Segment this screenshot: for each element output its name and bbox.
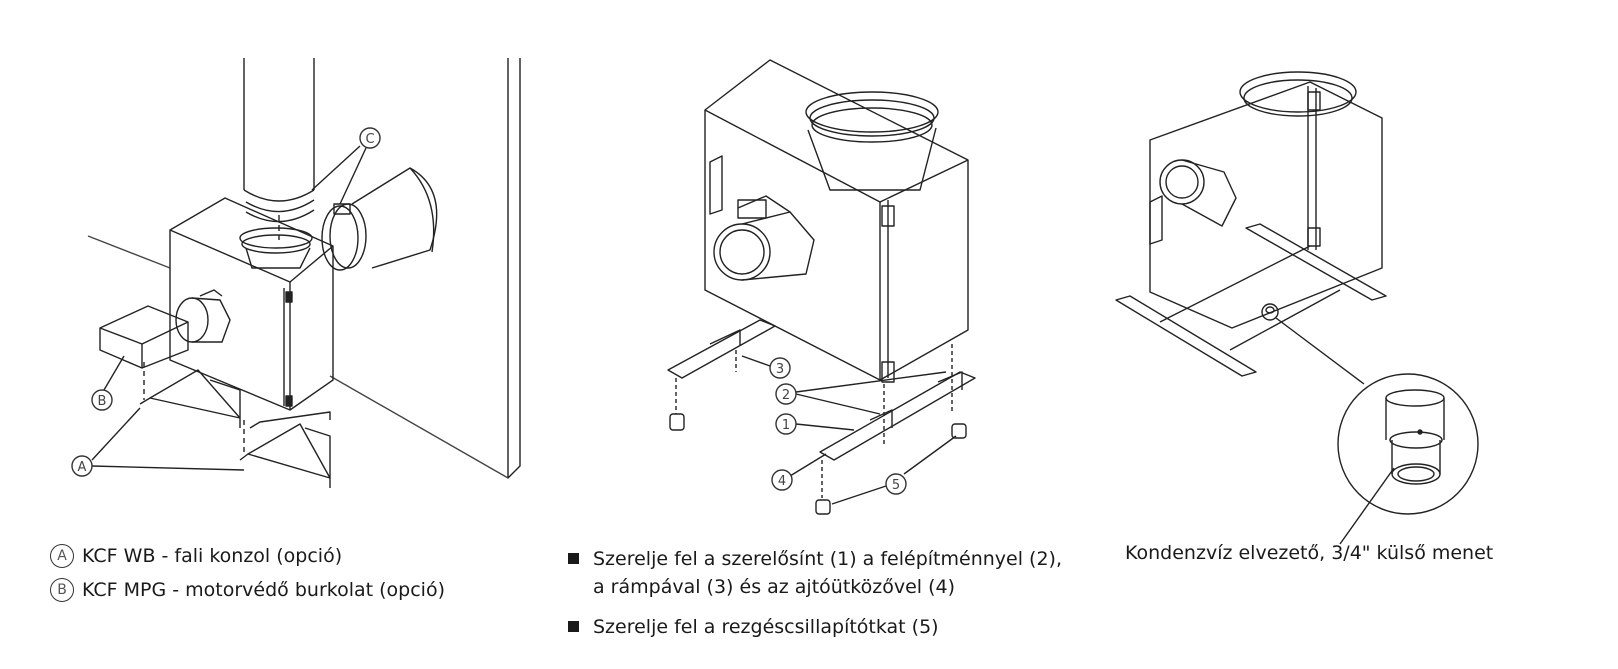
fan-box-left (169, 197, 334, 411)
wall (507, 58, 521, 479)
rail-mount-figure (667, 59, 976, 515)
legend-b-text: KCF MPG - motorvédő burkolat (opció) (82, 579, 445, 601)
legend-a-text: KCF WB - fali konzol (opció) (82, 545, 343, 567)
wall-brackets (139, 362, 331, 488)
callout-2: 2 (775, 383, 797, 405)
callout-b: B (91, 389, 113, 411)
condensate-drain-figure (1115, 71, 1479, 545)
bullet-square (568, 621, 579, 632)
callout-5: 5 (885, 473, 907, 495)
callout-leaders-middle (741, 355, 957, 505)
dampers (669, 413, 967, 515)
callout-c: C (359, 127, 381, 149)
legend: A KCF WB - fali konzol (opció) B KCF MPG… (50, 542, 445, 610)
callout-4-text: 4 (778, 474, 786, 489)
fan-box-middle (704, 59, 969, 383)
vertical-duct (243, 58, 315, 240)
drain-caption: Kondenzvíz elvezető, 3/4" külső menet (1125, 542, 1494, 564)
motor-cover (99, 305, 189, 369)
callout-1: 1 (775, 413, 797, 435)
callout-a-text: A (78, 460, 87, 475)
legend-item-a: A KCF WB - fali konzol (opció) (50, 542, 445, 570)
callout-3-text: 3 (776, 362, 784, 377)
instruction-step-2-text: Szerelje fel a rezgéscsillapítótkat (5) (593, 616, 939, 638)
legend-a-badge: A (50, 544, 74, 568)
callout-a: A (71, 455, 93, 477)
callout-1-text: 1 (782, 418, 790, 433)
wall-mount-figure (87, 58, 521, 488)
legend-item-b: B KCF MPG - motorvédő burkolat (opció) (50, 576, 445, 604)
callout-leaders-left (91, 145, 367, 471)
side-duct (321, 167, 438, 271)
callout-c-text: C (365, 132, 374, 147)
callout-3: 3 (769, 357, 791, 379)
fan-box-right (1149, 71, 1383, 329)
callout-5-text: 5 (892, 478, 900, 493)
callout-4: 4 (771, 469, 793, 491)
instruction-step-2: Szerelje fel a rezgéscsillapítótkat (5) (568, 613, 1062, 641)
callout-2-text: 2 (782, 388, 790, 403)
bullet-square (568, 553, 579, 564)
drain-detail (1337, 373, 1479, 515)
callout-b-text: B (98, 394, 107, 409)
rails-middle (667, 319, 976, 498)
instruction-step-1: Szerelje fel a szerelősínt (1) a felépít… (568, 545, 1062, 601)
instruction-list: Szerelje fel a szerelősínt (1) a felépít… (568, 545, 1062, 653)
rails-right (1115, 223, 1387, 377)
legend-b-badge: B (50, 578, 74, 602)
instruction-step-1-text: Szerelje fel a szerelősínt (1) a felépít… (593, 548, 1062, 598)
